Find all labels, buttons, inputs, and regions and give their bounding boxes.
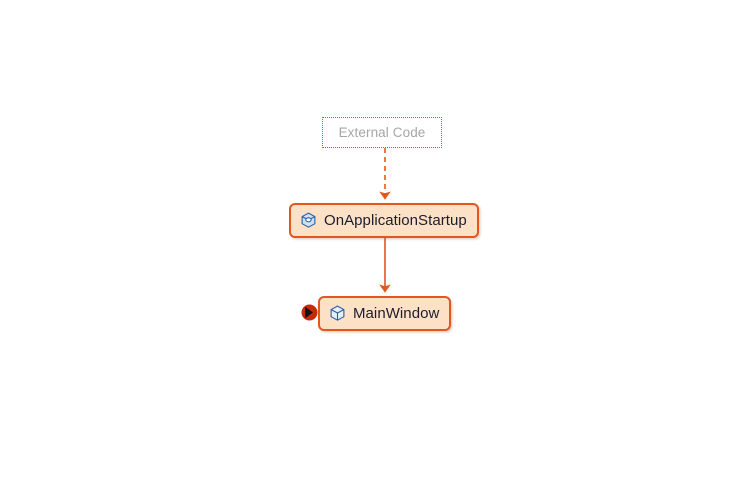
class-cube-icon [330, 305, 345, 321]
method-hexagon-icon [301, 212, 316, 228]
node-main-window-label: MainWindow [353, 305, 440, 322]
node-external-code-label: External Code [338, 125, 426, 140]
node-main-window[interactable]: MainWindow [318, 296, 451, 331]
node-on-application-startup[interactable]: OnApplicationStartup [289, 203, 479, 238]
node-on-application-startup-label: OnApplicationStartup [324, 212, 467, 229]
node-external-code[interactable]: External Code [322, 117, 442, 148]
current-stack-frame-marker[interactable] [300, 303, 319, 322]
